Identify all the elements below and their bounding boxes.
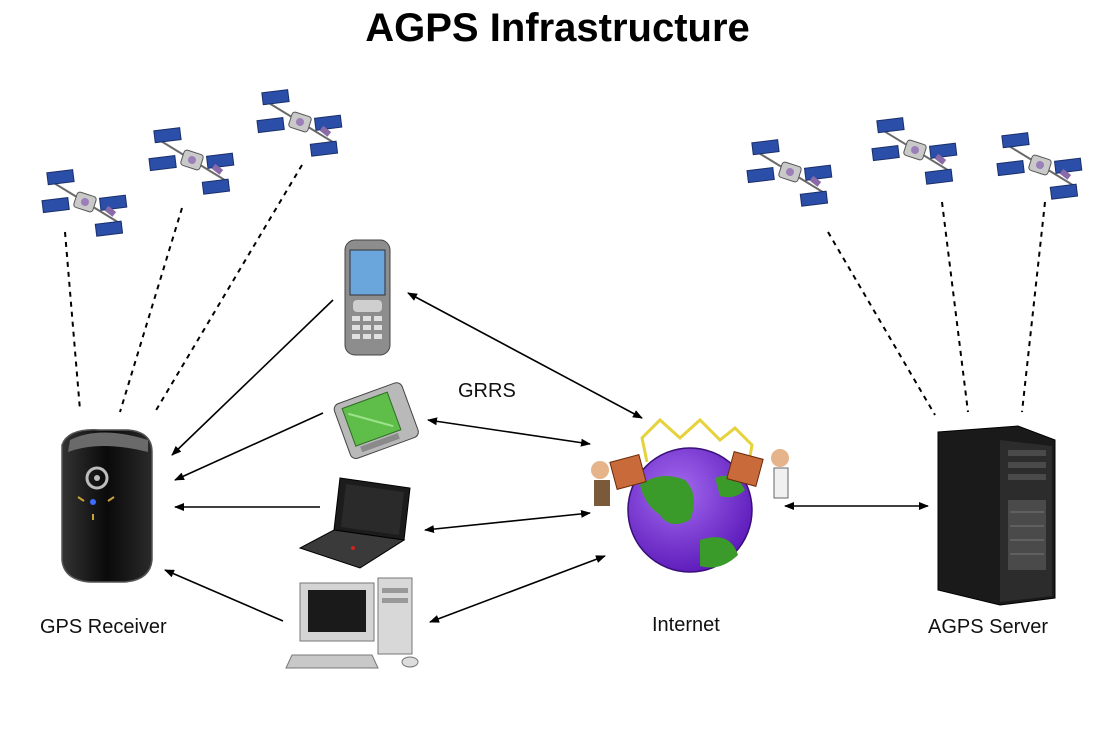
satellite-icon	[736, 131, 843, 215]
satellite-icon	[138, 119, 245, 203]
gps-receiver-icon	[61, 429, 153, 583]
satellite-icon	[31, 161, 138, 245]
mobile-phone-icon	[344, 239, 391, 356]
desktop-pc-icon	[285, 577, 419, 669]
laptop-icon	[298, 477, 411, 569]
satellite-icon	[246, 81, 353, 165]
pda-icon	[333, 382, 419, 459]
satellite-links	[64, 164, 1046, 416]
agps-server-label: AGPS Server	[928, 616, 1049, 638]
grrs-label: GRRS	[458, 380, 516, 402]
diagram-title: AGPS Infrastructure	[365, 6, 750, 50]
arrows-to-receiver	[164, 299, 334, 622]
satellite-icon	[861, 109, 968, 193]
internet-globe-icon	[591, 417, 789, 573]
arrows-to-internet	[407, 292, 929, 623]
satellite-icon	[986, 124, 1093, 208]
internet-label: Internet	[652, 614, 720, 636]
gps-receiver-label: GPS Receiver	[40, 616, 167, 638]
agps-server-icon	[937, 425, 1056, 606]
